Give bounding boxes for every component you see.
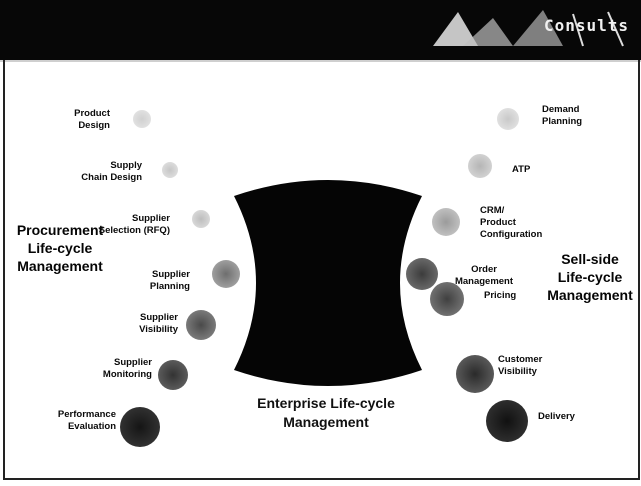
sellside-title: Sell-side Life-cycle Management: [540, 250, 640, 304]
item-label-line1: Supplier: [131, 213, 170, 224]
item-label-line2: Chain Design: [81, 172, 142, 183]
item-label-line1: Supplier: [139, 312, 178, 323]
item-label-line1: Demand: [542, 104, 580, 115]
item-label-line1: Supplier: [151, 269, 190, 280]
item-label-line2: Product: [480, 217, 516, 228]
procurement-item-supplier-visibility: Supplier Visibility: [100, 312, 178, 336]
logo-text: Consults: [543, 16, 629, 35]
center-label-line2: Management: [283, 414, 369, 430]
frame-left-border: [3, 60, 5, 480]
item-label-line1: Delivery: [538, 411, 575, 422]
sellside-stage-dot-2: [468, 154, 492, 178]
item-label-line1: Order: [471, 264, 497, 275]
sellside-item-demand-planning: Demand Planning: [542, 104, 612, 128]
procurement-stage-dot-7: [120, 407, 160, 447]
procurement-title: Procurement Life-cycle Management: [4, 221, 116, 275]
sellside-item-atp: ATP: [512, 164, 552, 176]
sellside-title-line2: Life-cycle: [557, 269, 623, 285]
item-label-line2: Evaluation: [67, 421, 116, 432]
item-label-line1: Supplier: [113, 357, 152, 368]
procurement-stage-dot-2: [162, 162, 178, 178]
sellside-item-order-management: Order Management: [440, 264, 528, 288]
item-label-line1: ATP: [512, 164, 531, 175]
procurement-item-supply-chain-design: Supply Chain Design: [50, 160, 142, 184]
company-logo: [433, 10, 624, 47]
procurement-title-line1: Procurement: [16, 222, 104, 238]
procurement-stage-dot-6: [158, 360, 188, 390]
frame-right-border: [638, 60, 640, 480]
sellside-item-crm-product-configuration: CRM/ Product Configuration: [480, 205, 570, 241]
procurement-title-line3: Management: [17, 258, 103, 274]
sellside-stage-dot-7: [486, 400, 528, 442]
item-label-line2: Visibility: [139, 324, 178, 335]
procurement-title-line2: Life-cycle: [27, 240, 93, 256]
item-label-line1: Pricing: [484, 290, 517, 301]
center-label-line1: Enterprise Life-cycle: [257, 395, 395, 411]
frame-bottom-border: [3, 478, 640, 480]
sellside-stage-dot-3: [432, 208, 460, 236]
procurement-item-supplier-monitoring: Supplier Monitoring: [70, 357, 152, 381]
item-label-line1: Customer: [498, 354, 543, 365]
frame-divider: [0, 60, 641, 62]
sellside-stage-dot-4: [406, 258, 438, 290]
item-label-line2: Selection (RFQ): [98, 225, 170, 236]
procurement-item-supplier-planning: Supplier Planning: [120, 269, 190, 293]
sellside-stage-dot-5: [430, 282, 464, 316]
item-label-line2: Planning: [149, 281, 190, 292]
procurement-item-supplier-selection: Supplier Selection (RFQ): [60, 213, 170, 237]
procurement-stage-dot-1: [133, 110, 151, 128]
item-label-line2: Monitoring: [102, 369, 152, 380]
center-label: Enterprise Life-cycle Management: [236, 394, 416, 432]
sellside-item-delivery: Delivery: [538, 411, 598, 423]
sellside-item-customer-visibility: Customer Visibility: [498, 354, 568, 378]
item-label-line1: CRM/: [480, 205, 505, 216]
item-label-line1: Supply: [110, 160, 142, 171]
sellside-stage-dot-1: [497, 108, 519, 130]
sellside-stage-dot-6: [456, 355, 494, 393]
sellside-title-line1: Sell-side: [561, 251, 619, 267]
procurement-item-product-design: Product Design: [40, 108, 110, 132]
item-label-line2: Planning: [542, 116, 583, 127]
sellside-title-line3: Management: [547, 287, 633, 303]
item-label-line2: Visibility: [498, 366, 537, 377]
item-label-line2: Design: [78, 120, 110, 131]
procurement-stage-dot-3: [192, 210, 210, 228]
sellside-item-pricing: Pricing: [484, 290, 544, 302]
enterprise-lifecycle-shape: [234, 180, 422, 386]
item-label-line2: Management: [454, 276, 514, 287]
item-label-line3: Configuration: [480, 229, 543, 240]
procurement-stage-dot-5: [186, 310, 216, 340]
procurement-item-performance-evaluation: Performance Evaluation: [30, 409, 116, 433]
procurement-stage-dot-4: [212, 260, 240, 288]
item-label-line1: Product: [74, 108, 110, 119]
item-label-line1: Performance: [57, 409, 116, 420]
